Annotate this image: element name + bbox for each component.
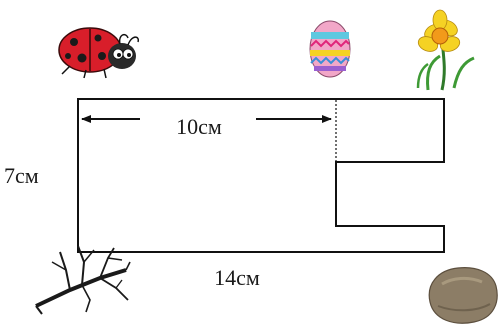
top-width-label: 10см	[176, 114, 222, 139]
shape-outline	[77, 98, 445, 253]
easter-egg-icon	[309, 20, 351, 78]
stone-icon	[428, 267, 498, 324]
height-label: 7см	[4, 163, 39, 188]
bottom-width-label: 14см	[214, 265, 260, 290]
twig-icon	[35, 245, 131, 315]
ladybug-icon	[58, 27, 140, 79]
daffodil-icon	[416, 9, 475, 91]
